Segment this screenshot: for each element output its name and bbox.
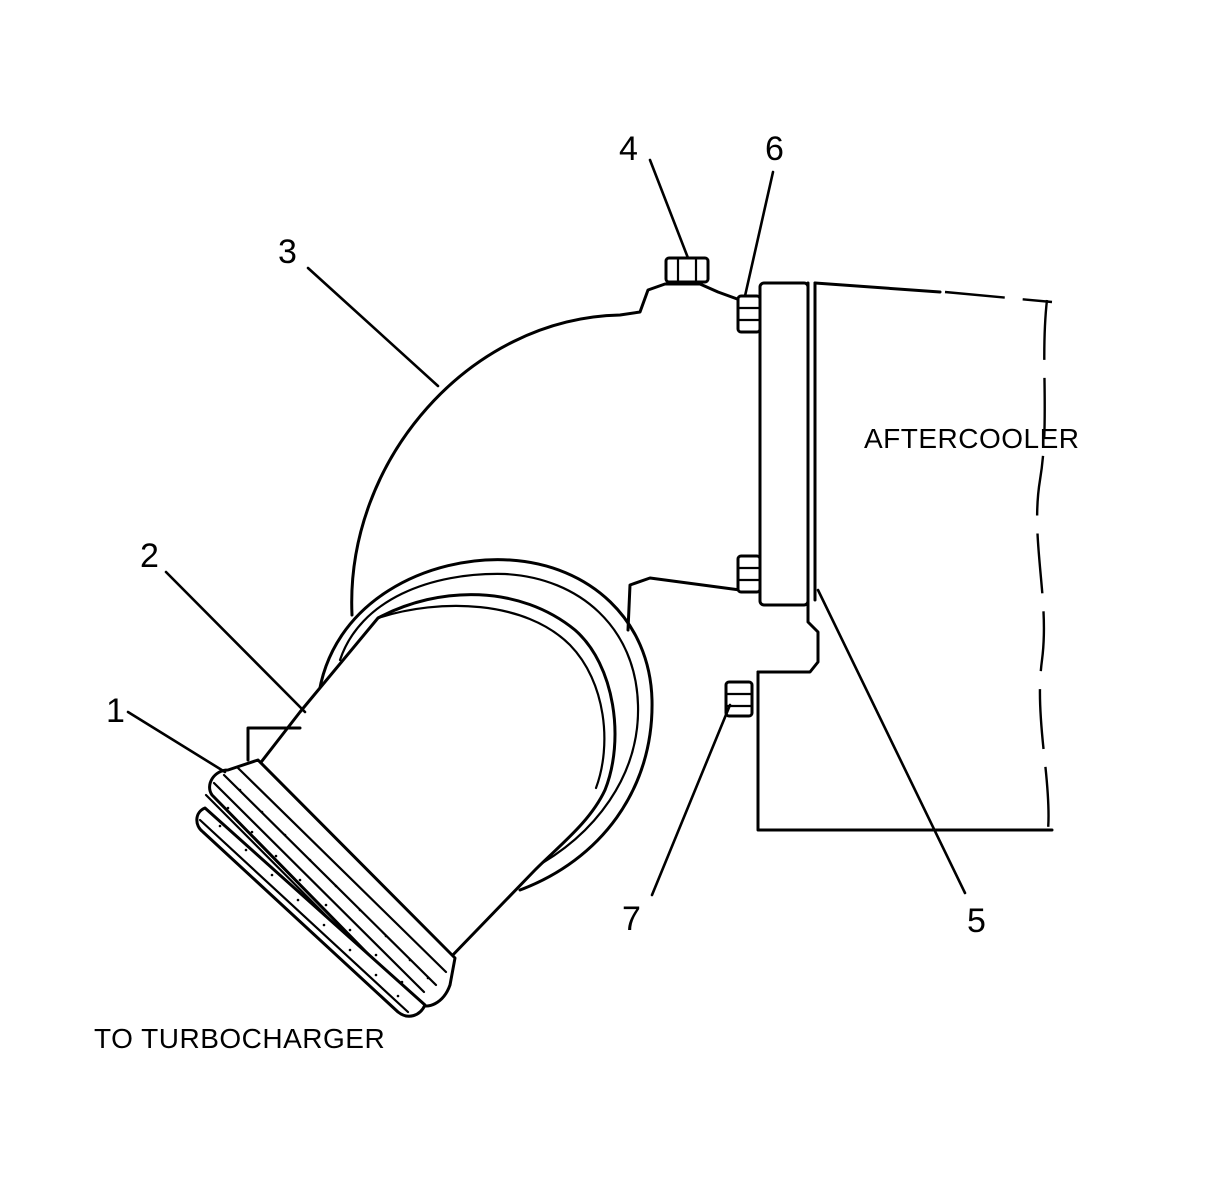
callout-1: 1 (106, 692, 125, 730)
callout-2: 2 (140, 537, 159, 575)
bolt-top-4 (664, 256, 710, 284)
coupling-stipple (218, 788, 430, 998)
gasket-flange (758, 281, 817, 607)
bolt-upper-6 (736, 294, 762, 334)
hose-coupling (195, 758, 457, 1018)
callout-3: 3 (278, 233, 297, 271)
aftercooler-label: AFTERCOOLER (864, 423, 1080, 454)
aftercooler-housing (756, 281, 1054, 832)
to-turbocharger-label: TO TURBOCHARGER (94, 1023, 385, 1054)
bolt-lower (736, 554, 762, 594)
callout-5: 5 (967, 902, 986, 940)
callout-6: 6 (765, 130, 784, 168)
leader-lines (126, 158, 967, 897)
inlet-tube (246, 593, 617, 962)
bolt-7 (724, 680, 754, 718)
callout-7: 7 (622, 900, 641, 938)
callout-4: 4 (619, 130, 638, 168)
